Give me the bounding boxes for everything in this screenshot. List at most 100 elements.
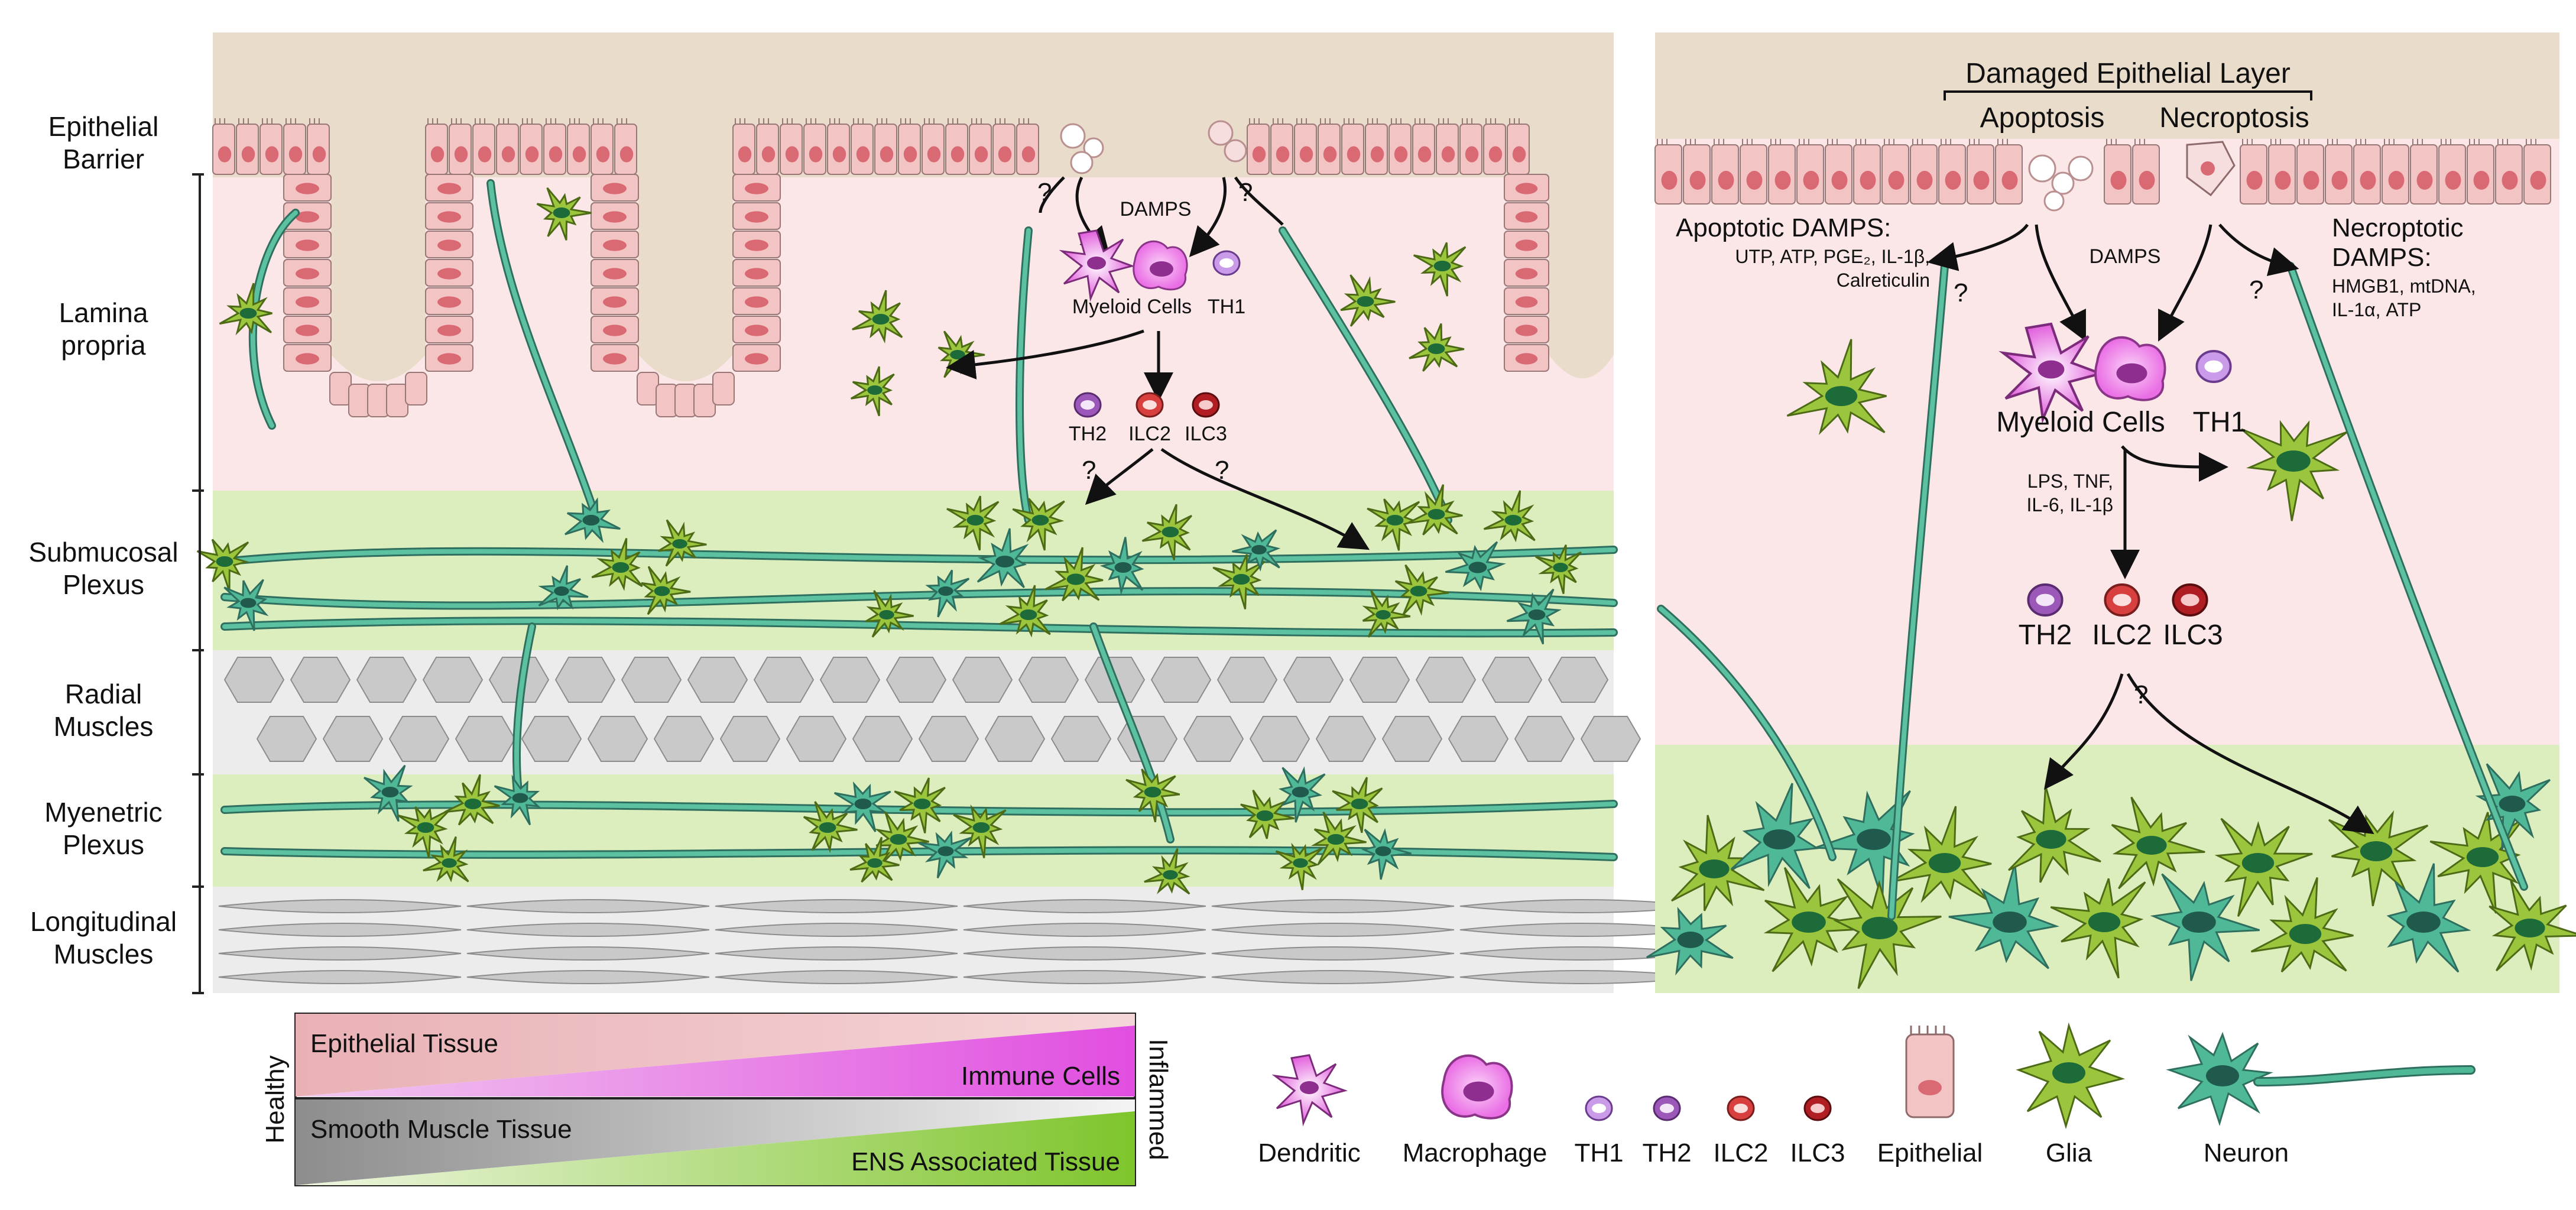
- microvilli: [262, 118, 272, 124]
- crypt-lumen: [331, 166, 426, 381]
- microvilli: [1685, 139, 1696, 145]
- legend-th1-label: TH1: [1574, 1138, 1623, 1167]
- cell-nucleus: [1916, 171, 1933, 190]
- neuron-cell: [833, 781, 891, 832]
- epithelial-cell: [329, 372, 352, 406]
- neuron-cell: [1815, 790, 1915, 900]
- layer-labels: [192, 173, 204, 994]
- legend-th2-label: TH2: [1642, 1138, 1691, 1167]
- glia-cell: [849, 836, 900, 883]
- cell-nucleus: [1347, 146, 1361, 163]
- microvilli: [2242, 139, 2253, 145]
- legend-dendritic-icon: [1271, 1054, 1348, 1127]
- cell-nucleus: [2303, 171, 2319, 190]
- legend-th2-icon: [1653, 1095, 1681, 1121]
- damaged-layer-bracket: [1944, 90, 2312, 100]
- cell-nucleus: [2502, 171, 2518, 190]
- radial-muscle-cell: [984, 716, 1046, 762]
- epithelial-cell: [348, 384, 371, 417]
- crypt-lumen: [1549, 166, 1614, 378]
- microvilli: [829, 118, 840, 124]
- cell-nucleus: [785, 146, 799, 163]
- legend-epithelial-label: Epithelial: [1877, 1138, 1983, 1167]
- microvilli: [498, 118, 509, 124]
- cell-nucleus: [1515, 268, 1538, 280]
- cell-nucleus: [1394, 146, 1408, 163]
- legend-ilc2-icon: [1727, 1095, 1755, 1121]
- glia-cell: [2111, 796, 2205, 890]
- microvilli: [735, 118, 745, 124]
- glia-cell: [894, 777, 946, 833]
- question-mark: ?: [2249, 275, 2263, 304]
- key-smooth-muscle: Smooth Muscle Tissue: [310, 1115, 572, 1144]
- radial-muscle-cell: [1216, 657, 1278, 703]
- microvilli: [2106, 139, 2117, 145]
- longitudinal-muscle-fiber: [218, 946, 462, 961]
- radial-muscle-cell: [322, 716, 384, 762]
- glia-cell: [1786, 339, 1887, 436]
- cell-nucleus: [2001, 171, 2018, 190]
- neuron-cell: [538, 565, 589, 611]
- cell-nucleus: [437, 211, 461, 223]
- microvilli: [1273, 118, 1283, 124]
- damps-label-right: DAMPS: [2090, 245, 2161, 268]
- cell-nucleus: [1803, 171, 1819, 190]
- glia-cell: [536, 187, 592, 241]
- th2-cell: [1073, 392, 1102, 418]
- radial-muscle-cell: [719, 716, 781, 762]
- cell-nucleus: [1746, 171, 1763, 190]
- legend-ilc3-icon: [1803, 1095, 1832, 1121]
- microvilli: [1714, 139, 1724, 145]
- radial-muscle-cell: [521, 716, 582, 762]
- cell-nucleus: [1831, 171, 1848, 190]
- legend-macrophage-label: Macrophage: [1403, 1138, 1547, 1167]
- cell-nucleus: [572, 146, 586, 163]
- microvilli: [924, 118, 935, 124]
- microvilli: [1438, 118, 1449, 124]
- legend-neuron-label: Neuron: [2204, 1138, 2289, 1167]
- radial-muscle-cell: [1547, 657, 1609, 703]
- microvilli: [1249, 118, 1260, 124]
- key-epithelial-tissue: Epithelial Tissue: [310, 1029, 498, 1058]
- microvilli: [427, 118, 438, 124]
- cell-nucleus: [1323, 146, 1337, 163]
- cell-nucleus: [437, 268, 461, 280]
- cell-nucleus: [296, 325, 319, 336]
- cell-legend: [1271, 1022, 2476, 1130]
- glia-cell: [865, 590, 914, 638]
- neuron-cell: [1361, 828, 1412, 880]
- radial-muscle-cell: [388, 716, 450, 762]
- glia-cell: [219, 283, 272, 336]
- microvilli: [806, 118, 816, 124]
- microvilli: [2270, 139, 2281, 145]
- cell-nucleus: [1515, 353, 1538, 365]
- necroptotic-damps-line: IL-1α, ATP: [2332, 299, 2421, 320]
- th2-cell: [2027, 583, 2064, 617]
- key-immune-cells: Immune Cells: [961, 1062, 1120, 1091]
- microvilli: [593, 118, 604, 124]
- th1-label-left: TH1: [1208, 296, 1245, 318]
- macrophage-cell: [1133, 240, 1188, 291]
- longitudinal-muscle-fiber: [218, 970, 462, 984]
- cell-nucleus: [296, 353, 319, 365]
- neuron-cell: [2475, 763, 2551, 850]
- gradient-key: [294, 1013, 1136, 1186]
- microvilli: [2497, 139, 2508, 145]
- apoptotic-damps-line: Calreticulin: [1837, 270, 1930, 291]
- question-mark: ?: [1082, 456, 1096, 485]
- ens-axons-right: [1657, 262, 2528, 920]
- radial-muscle-cell: [1580, 716, 1641, 762]
- necroptotic-cell-debris: [2186, 141, 2236, 197]
- question-mark: ?: [2134, 680, 2148, 709]
- microvilli: [238, 118, 249, 124]
- legend-th1-icon: [1585, 1095, 1613, 1121]
- cell-nucleus: [296, 296, 319, 308]
- ilc3-label-left: ILC3: [1185, 423, 1227, 445]
- ilc3-cell: [1192, 392, 1220, 418]
- neuron-cell: [1232, 529, 1281, 572]
- cell-nucleus: [603, 268, 627, 280]
- cell-nucleus: [1718, 171, 1734, 190]
